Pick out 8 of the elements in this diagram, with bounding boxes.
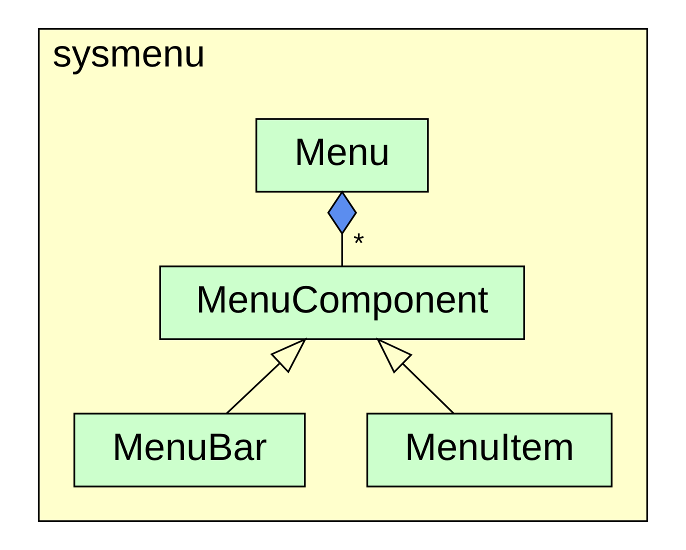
node-box: MenuComponent bbox=[159, 265, 525, 340]
arrow bbox=[376, 337, 454, 414]
node-box: Menu bbox=[255, 118, 429, 193]
connector bbox=[327, 190, 358, 266]
arrow bbox=[226, 337, 308, 414]
node-box: MenuBar bbox=[73, 412, 306, 488]
edge-label: * bbox=[353, 228, 364, 259]
node-box: MenuItem bbox=[366, 412, 613, 488]
